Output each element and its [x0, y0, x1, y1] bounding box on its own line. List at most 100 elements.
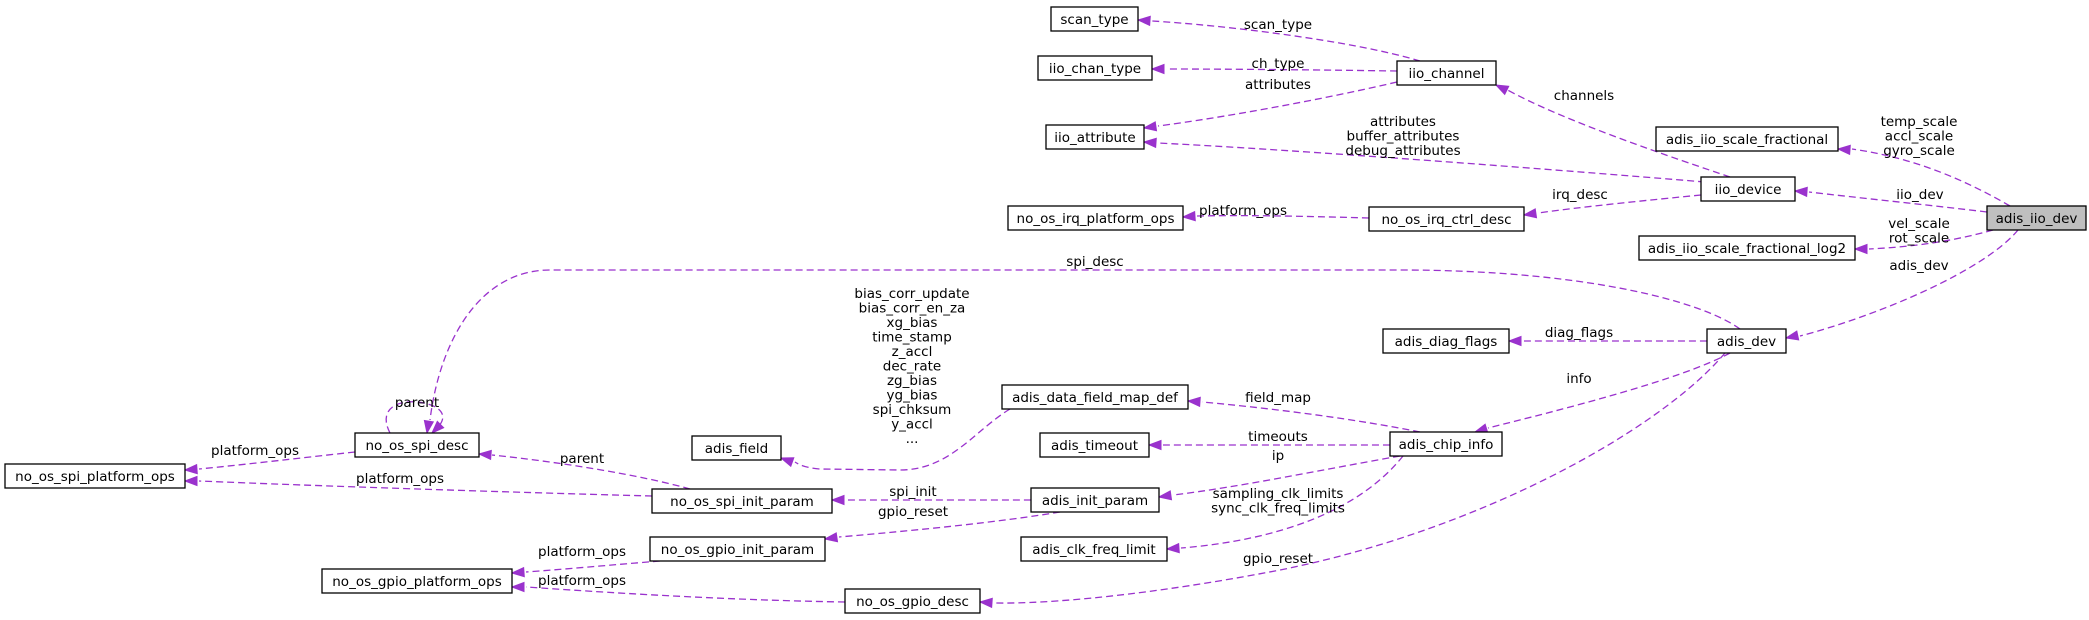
edge-line: [491, 454, 691, 490]
edge-label-line: parent: [560, 451, 604, 467]
edge-line: [198, 480, 653, 497]
node-box[interactable]: [1045, 124, 1145, 150]
arrowhead: [1784, 330, 1800, 341]
node-label: adis_data_field_map_def: [1012, 390, 1179, 406]
edge-label-line: debug_attributes: [1345, 143, 1460, 159]
node-box[interactable]: [1007, 205, 1184, 231]
node-label: no_os_irq_ctrl_desc: [1381, 212, 1511, 228]
node-no_os_spi_desc[interactable]: no_os_spi_desc: [354, 432, 480, 458]
edge-line: [1151, 20, 1421, 62]
edge-label-line: buffer_attributes: [1347, 129, 1460, 145]
edge-no_os_irq_ctrl_desc-to-no_os_irq_platform_ops: platform_ops: [1181, 203, 1370, 222]
node-box[interactable]: [4, 463, 186, 489]
edge-label-line: attributes: [1245, 77, 1311, 93]
node-no_os_gpio_desc[interactable]: no_os_gpio_desc: [844, 588, 981, 614]
node-adis_field[interactable]: adis_field: [691, 435, 782, 461]
node-no_os_spi_init_param[interactable]: no_os_spi_init_param: [651, 488, 833, 514]
node-box[interactable]: [1039, 432, 1150, 458]
edge-line: [794, 408, 1011, 471]
node-box[interactable]: [1037, 55, 1153, 81]
edge-no_os_spi_desc-to-no_os_spi_desc: parent: [385, 395, 445, 435]
edge-label-line: z_accl: [892, 344, 933, 360]
node-adis_iio_scale_fractional[interactable]: adis_iio_scale_fractional: [1655, 126, 1839, 152]
edge-label: platform_ops: [211, 443, 299, 459]
edge-adis_dev-to-adis_diag_flags: diag_flags: [1507, 325, 1708, 347]
arrowhead: [430, 420, 445, 435]
node-adis_iio_scale_fractional_log2[interactable]: adis_iio_scale_fractional_log2: [1638, 235, 1856, 261]
arrowhead: [823, 532, 839, 543]
arrowhead: [1165, 542, 1180, 554]
node-no_os_irq_platform_ops[interactable]: no_os_irq_platform_ops: [1007, 205, 1184, 231]
edge-label-line: iio_dev: [1896, 187, 1943, 203]
node-adis_data_field_map_def[interactable]: adis_data_field_map_def: [1001, 384, 1189, 410]
node-box[interactable]: [651, 488, 833, 514]
edge-line: [525, 560, 661, 573]
node-iio_attribute[interactable]: iio_attribute: [1045, 124, 1145, 150]
node-adis_diag_flags[interactable]: adis_diag_flags: [1382, 328, 1510, 354]
edge-adis_chip_info-to-adis_data_field_map_def: field_map: [1186, 390, 1421, 433]
edge-line: [1201, 401, 1421, 433]
edge-label-line: ch_type: [1252, 56, 1305, 72]
node-label: no_os_spi_platform_ops: [15, 469, 175, 485]
node-iio_device[interactable]: iio_device: [1700, 176, 1796, 202]
node-no_os_gpio_init_param[interactable]: no_os_gpio_init_param: [649, 536, 826, 562]
edge-label-line: sampling_clk_limits: [1213, 486, 1344, 502]
node-box[interactable]: [1050, 6, 1139, 32]
node-box[interactable]: [1389, 431, 1503, 457]
edge-iio_channel-to-iio_attribute: attributes: [1142, 77, 1398, 132]
node-box[interactable]: [649, 536, 826, 562]
node-adis_chip_info[interactable]: adis_chip_info: [1389, 431, 1503, 457]
node-adis_clk_freq_limit[interactable]: adis_clk_freq_limit: [1020, 536, 1168, 562]
edge-label: ch_type: [1252, 56, 1305, 72]
node-box[interactable]: [321, 568, 513, 594]
node-label: no_os_spi_init_param: [670, 494, 814, 510]
edge-label-line: dec_rate: [883, 359, 941, 375]
node-box[interactable]: [1020, 536, 1168, 562]
node-box[interactable]: [1368, 206, 1525, 232]
node-adis_iio_dev[interactable]: adis_iio_dev: [1986, 205, 2087, 231]
node-no_os_irq_ctrl_desc[interactable]: no_os_irq_ctrl_desc: [1368, 206, 1525, 232]
edge-label: info: [1566, 371, 1591, 387]
edge-label-line: gpio_reset: [1243, 551, 1313, 567]
arrowhead: [1522, 208, 1538, 219]
node-adis_init_param[interactable]: adis_init_param: [1030, 487, 1160, 513]
node-adis_timeout[interactable]: adis_timeout: [1039, 432, 1150, 458]
node-box[interactable]: [691, 435, 782, 461]
edge-label: irq_desc: [1552, 187, 1608, 203]
edge-label-line: y_accl: [891, 417, 933, 433]
node-label: iio_device: [1715, 182, 1782, 198]
node-box[interactable]: [1001, 384, 1189, 410]
edge-label: gpio_reset: [878, 504, 948, 520]
arrowhead: [1157, 490, 1173, 501]
node-adis_dev[interactable]: adis_dev: [1706, 328, 1787, 354]
node-box[interactable]: [1638, 235, 1856, 261]
arrowhead: [477, 449, 492, 461]
arrowhead: [423, 419, 435, 435]
node-iio_channel[interactable]: iio_channel: [1396, 60, 1497, 86]
node-iio_chan_type[interactable]: iio_chan_type: [1037, 55, 1153, 81]
node-box[interactable]: [1986, 205, 2087, 231]
node-box[interactable]: [1396, 60, 1497, 86]
edge-label: adis_dev: [1889, 258, 1948, 274]
arrowhead: [779, 457, 795, 468]
node-box[interactable]: [844, 588, 981, 614]
node-label: iio_channel: [1409, 66, 1485, 82]
node-box[interactable]: [1706, 328, 1787, 354]
edge-label-line: info: [1566, 371, 1591, 387]
node-label: no_os_spi_desc: [365, 438, 468, 454]
node-box[interactable]: [1382, 328, 1510, 354]
arrowhead: [1494, 84, 1510, 96]
node-box[interactable]: [1700, 176, 1796, 202]
edge-adis_dev-to-adis_chip_info: info: [1473, 352, 1731, 434]
edge-label: field_map: [1245, 390, 1311, 406]
node-box[interactable]: [354, 432, 480, 458]
node-label: adis_dev: [1717, 334, 1776, 350]
node-box[interactable]: [1655, 126, 1839, 152]
node-scan_type[interactable]: scan_type: [1050, 6, 1139, 32]
node-no_os_spi_platform_ops[interactable]: no_os_spi_platform_ops: [4, 463, 186, 489]
node-label: scan_type: [1060, 12, 1128, 28]
node-no_os_gpio_platform_ops[interactable]: no_os_gpio_platform_ops: [321, 568, 513, 594]
node-box[interactable]: [1030, 487, 1160, 513]
